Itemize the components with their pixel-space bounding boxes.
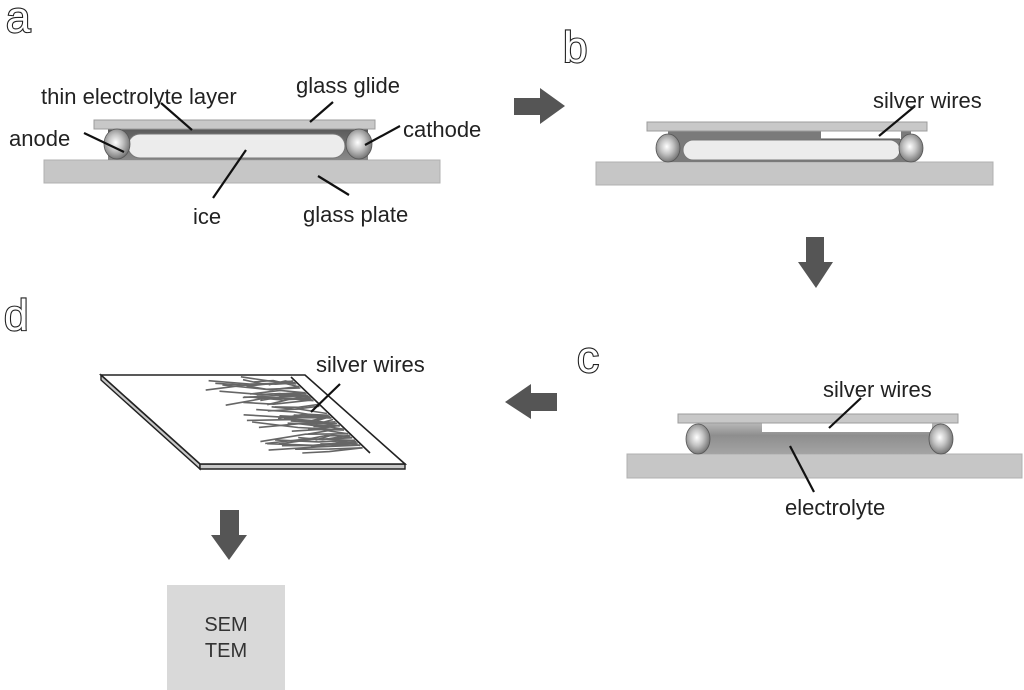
- leader-cathode: [364, 125, 401, 146]
- silver-wire: [307, 429, 349, 435]
- silver-wire: [302, 447, 363, 454]
- arrow-down-icon: [798, 237, 833, 288]
- silver-wire: [249, 389, 306, 395]
- silver-wires-cluster: [205, 376, 363, 454]
- label-electrolyte: electrolyte: [785, 495, 885, 520]
- cathode-wire: [345, 128, 373, 160]
- label-cathode: cathode: [403, 117, 481, 142]
- arrow-left-icon: [505, 384, 557, 419]
- label-silver-wires: silver wires: [823, 377, 932, 402]
- glass-plate: [595, 161, 994, 186]
- label-thin-electrolyte-layer: thin electrolyte layer: [41, 84, 237, 109]
- silver-wire: [287, 422, 338, 426]
- panel-letter-d: d: [4, 291, 28, 340]
- leader-electrolyte: [789, 445, 815, 493]
- label-silver-wires: silver wires: [316, 352, 425, 377]
- anode-wire: [655, 133, 681, 163]
- panel-letter-b: b: [563, 23, 587, 72]
- silver-wire: [278, 437, 353, 445]
- panel-b: b silver wires: [562, 22, 994, 186]
- label-sem: SEM: [204, 614, 247, 636]
- leader-anode: [83, 132, 125, 153]
- silver-wire: [267, 408, 328, 415]
- leader-silver-wires: [878, 105, 916, 137]
- panel-c: c silver wires electrolyte: [576, 332, 1023, 520]
- leader-silver-wires: [310, 383, 341, 413]
- glass-glide: [93, 119, 376, 130]
- leader-glass-plate: [317, 175, 350, 196]
- leader-thin-electrolyte: [160, 102, 193, 131]
- cathode-wire: [898, 133, 924, 163]
- glass-plate: [43, 159, 441, 184]
- arrow-right-icon: [514, 88, 565, 124]
- silver-wire: [268, 444, 360, 451]
- silver-wire: [260, 433, 349, 443]
- analysis-box: SEM TEM: [167, 585, 285, 690]
- glass-glide: [646, 121, 928, 132]
- cathode-wire: [928, 423, 954, 455]
- analysis-box-bg: [167, 585, 285, 690]
- silver-wire: [308, 428, 345, 431]
- silver-wire: [253, 379, 300, 388]
- silver-wire: [308, 418, 334, 423]
- silver-wire: [295, 447, 363, 450]
- ice-layer: [127, 133, 346, 159]
- silver-wire: [274, 403, 318, 409]
- label-tem: TEM: [205, 640, 247, 662]
- glass-plate: [626, 453, 1023, 479]
- leader-silver-wires: [828, 397, 862, 429]
- panel-a: a thin electrolyte layer glass glide ano…: [5, 0, 481, 229]
- arrow-down-icon: [211, 510, 247, 560]
- silver-wire: [299, 434, 351, 442]
- panel-letter-a: a: [6, 0, 31, 42]
- silver-wire: [246, 385, 299, 391]
- label-glass-glide: glass glide: [296, 73, 400, 98]
- label-glass-plate: glass plate: [303, 202, 408, 227]
- ice-layer: [682, 139, 901, 161]
- silver-wire: [243, 399, 313, 406]
- silver-wire: [279, 394, 311, 399]
- silver-wire: [225, 397, 312, 406]
- glass-glide: [677, 413, 959, 424]
- silver-wire: [310, 443, 360, 448]
- electrode-line: [290, 376, 371, 454]
- leader-glass-glide: [309, 101, 334, 123]
- label-silver-wires: silver wires: [873, 88, 982, 113]
- silver-wire: [265, 382, 296, 386]
- leader-ice: [212, 149, 247, 199]
- panel-letter-c: c: [577, 333, 599, 382]
- panel-d: d silver wires: [3, 290, 425, 471]
- silver-wire-gap: [821, 131, 901, 139]
- silver-wire-gap: [762, 423, 932, 432]
- silver-wire: [277, 392, 307, 396]
- anode-wire: [685, 423, 711, 455]
- label-anode: anode: [9, 126, 70, 151]
- silver-wire: [215, 380, 294, 387]
- label-ice: ice: [193, 204, 221, 229]
